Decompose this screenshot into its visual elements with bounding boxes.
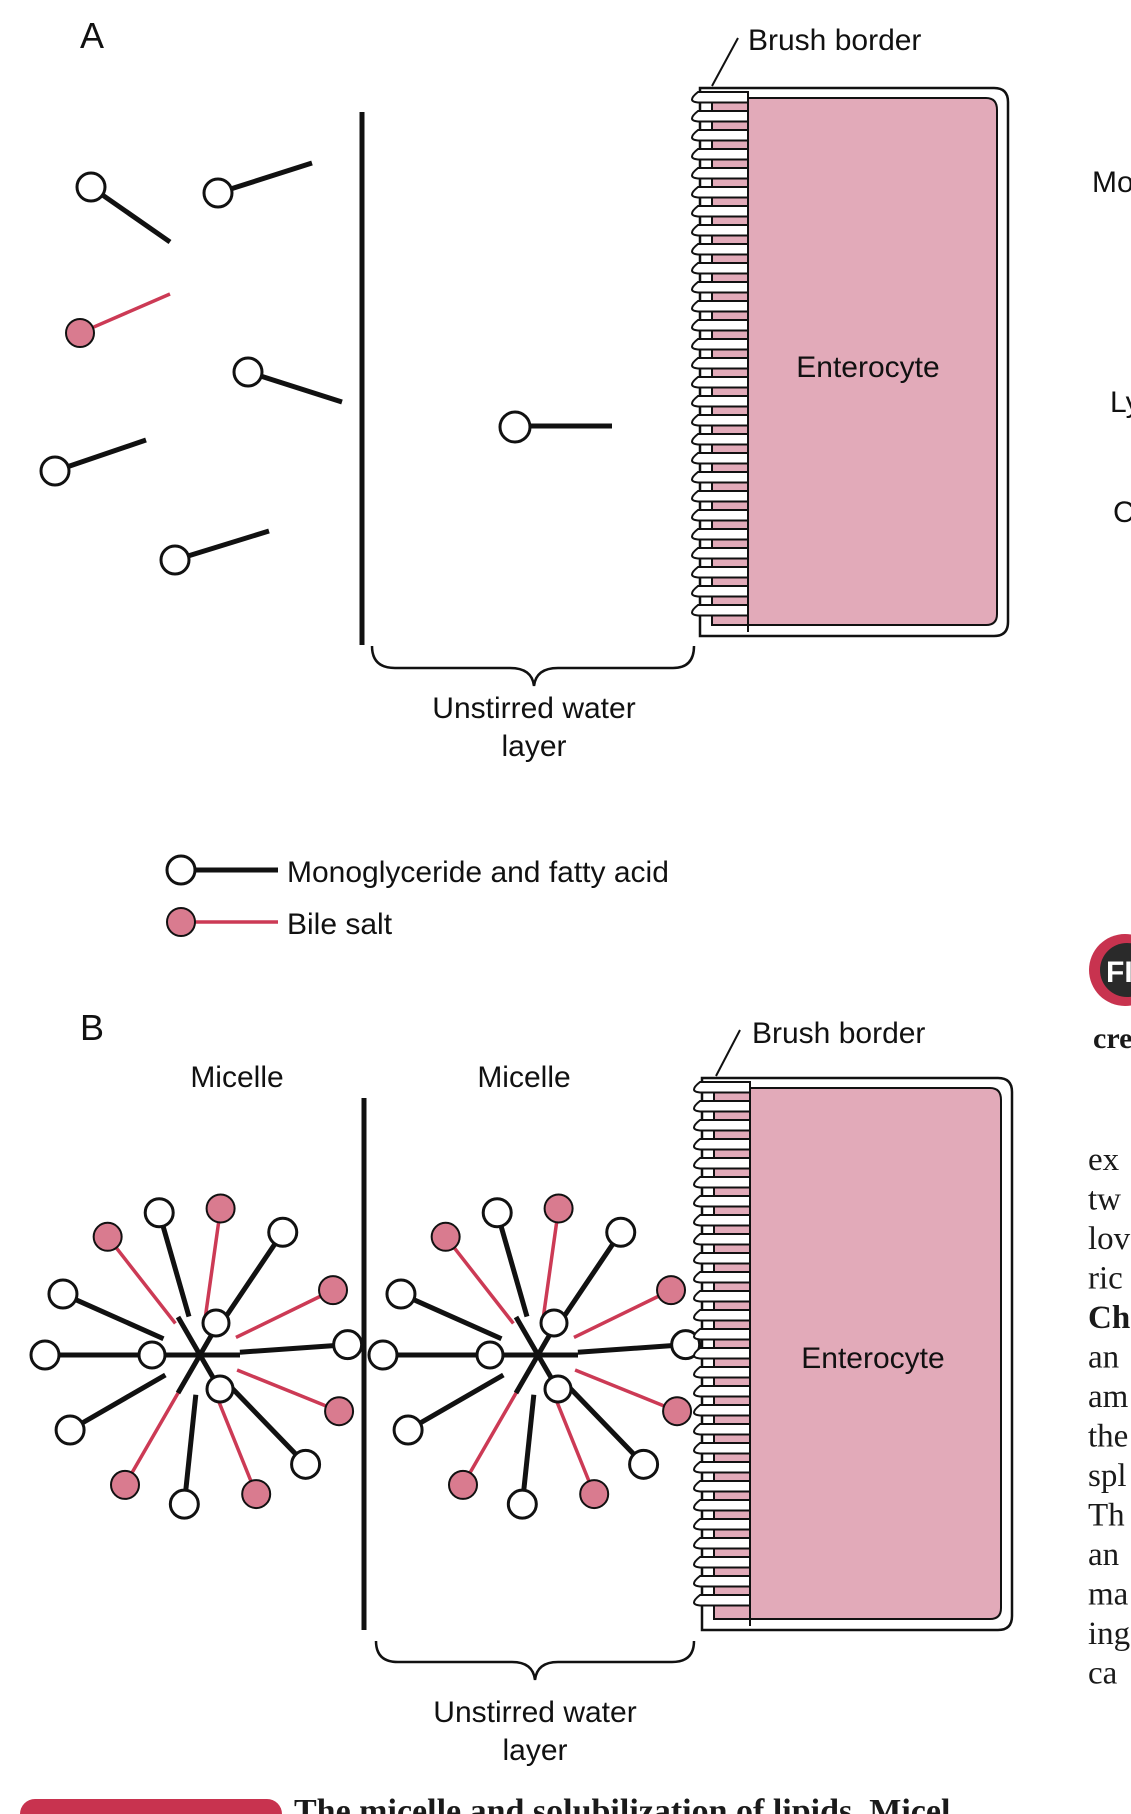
micelle-left — [29, 1193, 364, 1520]
legend-monoglyceride-label: Monoglyceride and fatty acid — [287, 856, 669, 889]
cutoff-text-line: spl — [1088, 1458, 1127, 1494]
bottom-caption: The micelle and solubilization of lipids… — [20, 1793, 950, 1814]
micelle-monoglyceride — [239, 1329, 364, 1361]
brush-border-villi-a — [691, 91, 749, 632]
brush-border-label-b: Brush border — [752, 1017, 925, 1050]
figure-badge-text: FI — [1106, 956, 1131, 989]
figure-badge: FI — [1089, 934, 1131, 1006]
cutoff-side-column: Mo Ly C FI cre extwlovricChanamthesplTha… — [1088, 166, 1131, 1692]
unstirred-layer-label-a-line2: layer — [501, 730, 566, 763]
micelle-label-right: Micelle — [477, 1061, 570, 1094]
micelle-monoglyceride — [577, 1329, 702, 1361]
micelle-monoglyceride — [506, 1394, 538, 1520]
monoglyceride-molecule — [202, 160, 313, 209]
cutoff-text-line: the — [1088, 1419, 1128, 1455]
micelle-monoglyceride — [558, 1216, 637, 1324]
monoglyceride-molecule — [75, 171, 172, 245]
micelle-bile-salt — [92, 1221, 177, 1325]
unstirred-layer-label-a-line1: Unstirred water — [432, 692, 635, 725]
unstirred-layer-brace-a — [370, 645, 696, 687]
monoglyceride-molecule — [159, 528, 270, 576]
brush-border-label-a: Brush border — [748, 24, 921, 57]
micelle-monoglyceride — [54, 1372, 167, 1446]
micelle-bile-salt — [573, 1275, 687, 1340]
panel-a: A Brush border Enterocyte Unstirred wate… — [39, 15, 1010, 763]
free-lipid-molecules — [39, 160, 343, 576]
micelle-bile-salt — [541, 1193, 574, 1316]
legend-bile-salt-symbol — [166, 907, 278, 937]
cutoff-text-line: ca — [1088, 1656, 1118, 1692]
caption-fragment: The micelle and solubilization of lipids… — [294, 1793, 950, 1814]
micelle-core — [137, 1308, 240, 1404]
micelle-monoglyceride — [220, 1216, 299, 1324]
unstirred-layer-brace-b — [374, 1640, 696, 1681]
micelle-core — [475, 1308, 578, 1404]
unstirred-layer-label-b-line1: Unstirred water — [433, 1696, 636, 1729]
cutoff-heading-fragment: cre — [1093, 1022, 1131, 1055]
cutoff-text-line: tw — [1088, 1182, 1121, 1218]
monoglyceride-molecule — [232, 356, 343, 405]
enterocyte-label-b: Enterocyte — [801, 1342, 944, 1375]
micelle-label-left: Micelle — [190, 1061, 283, 1094]
micelle-bile-salt — [203, 1193, 236, 1316]
legend-bile-salt-label: Bile salt — [287, 908, 393, 941]
cutoff-text-line: lov — [1088, 1221, 1131, 1257]
panel-b-label: B — [80, 1007, 104, 1048]
micelle-monoglyceride — [29, 1339, 160, 1371]
micelle-bile-salt — [430, 1221, 515, 1325]
panel-b: B Micelle Micelle Brush border Enterocyt… — [29, 1007, 1014, 1767]
micelle-bile-salt — [110, 1388, 182, 1500]
micelle-bile-salt — [551, 1391, 610, 1510]
monoglyceride-molecule — [39, 437, 147, 487]
panel-a-label: A — [80, 15, 104, 56]
micelle-monoglyceride — [143, 1197, 192, 1318]
micelle-monoglyceride — [392, 1372, 505, 1446]
cutoff-label-c: C — [1113, 496, 1131, 529]
micelle-bile-salt — [448, 1388, 520, 1500]
micelle-monoglyceride — [47, 1278, 165, 1342]
cutoff-text-line: ex — [1088, 1142, 1120, 1178]
micelle-monoglyceride — [385, 1278, 503, 1342]
enterocyte-cell-a — [691, 86, 1010, 638]
micelle-right — [367, 1193, 702, 1520]
legend-monoglyceride-symbol — [165, 854, 278, 886]
cutoff-text-line: Ch — [1088, 1300, 1130, 1336]
bile-salt-molecule — [65, 292, 171, 348]
cutoff-text-line: ric — [1088, 1261, 1123, 1297]
brush-border-villi-b — [693, 1081, 751, 1626]
enterocyte-cell-b — [693, 1076, 1014, 1632]
micelle-bile-salt — [236, 1368, 355, 1427]
micelle-monoglyceride — [168, 1394, 200, 1520]
legend: Monoglyceride and fatty acid Bile salt — [165, 854, 669, 941]
micelle-bile-salt — [574, 1368, 693, 1427]
cutoff-text-line: Th — [1088, 1498, 1125, 1534]
cutoff-text-line: an — [1088, 1537, 1119, 1573]
micelle-bile-salt — [235, 1275, 349, 1340]
molecule-in-unstirred-layer — [498, 410, 612, 444]
cutoff-text-line: ma — [1088, 1577, 1129, 1613]
enterocyte-label-a: Enterocyte — [796, 351, 939, 384]
cutoff-label-mo: Mo — [1092, 166, 1131, 199]
brush-border-pointer-a — [711, 37, 739, 87]
brush-border-pointer-b — [715, 1029, 741, 1077]
micelle-monoglyceride — [481, 1197, 530, 1318]
unstirred-layer-label-b-line2: layer — [502, 1734, 567, 1767]
micelle-monoglyceride — [563, 1382, 660, 1480]
micelle-monoglyceride — [225, 1382, 322, 1480]
micelle-bile-salt — [213, 1391, 272, 1510]
cutoff-text-line: am — [1088, 1379, 1129, 1415]
cutoff-label-ly: Ly — [1110, 386, 1131, 419]
cutoff-text-line: an — [1088, 1340, 1119, 1376]
cutoff-text-line: ing — [1088, 1616, 1130, 1652]
caption-badge — [20, 1799, 282, 1814]
